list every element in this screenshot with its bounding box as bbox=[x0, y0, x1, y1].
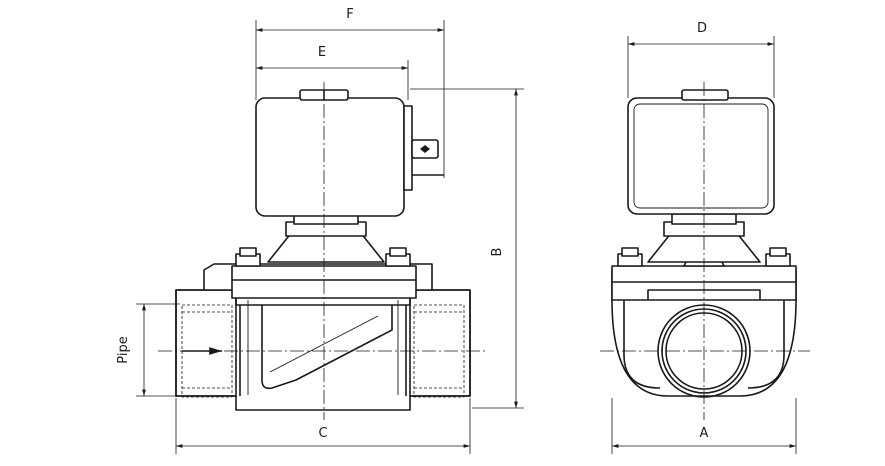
dimension-label-d: D bbox=[697, 21, 707, 36]
dimension-label-pipe: Pipe bbox=[116, 336, 131, 363]
dimension-label-f: F bbox=[346, 7, 353, 22]
valve-cover bbox=[203, 213, 433, 299]
dimension-label-a: A bbox=[700, 426, 709, 441]
valve-body bbox=[175, 289, 471, 411]
front-solenoid-coil bbox=[627, 89, 775, 215]
dimension-label-b: B bbox=[490, 248, 505, 257]
side-view bbox=[158, 82, 486, 420]
front-view bbox=[600, 82, 810, 420]
dimension-label-e: E bbox=[318, 45, 326, 60]
solenoid-coil bbox=[255, 89, 444, 217]
dimension-lines bbox=[136, 20, 797, 454]
dimension-label-c: C bbox=[318, 426, 327, 441]
